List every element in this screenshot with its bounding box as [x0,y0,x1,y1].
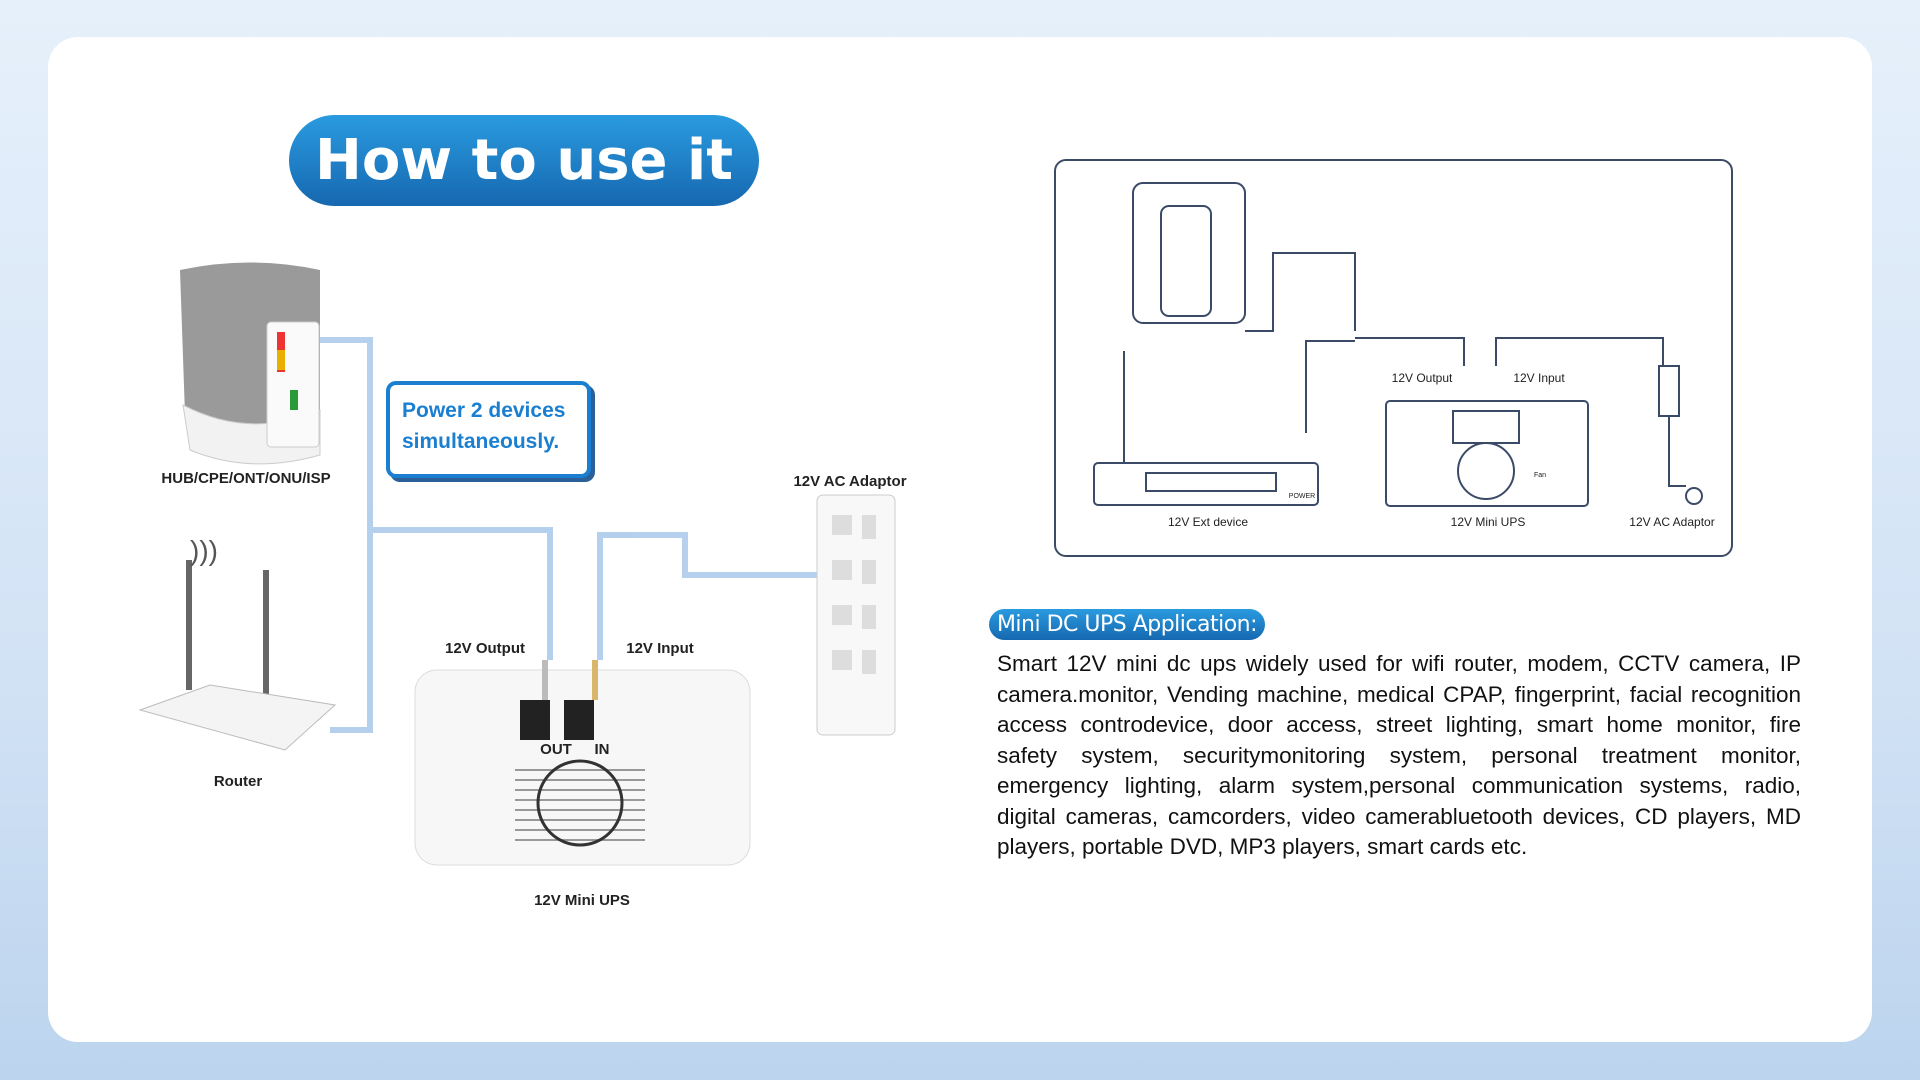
application-description: Smart 12V mini dc ups widely used for wi… [997,651,1801,859]
svg-text:))): ))) [190,535,218,566]
out-port-label: OUT [540,741,572,758]
diagram-ups-label: 12V Mini UPS [1450,515,1526,529]
hub-device-icon [180,262,321,465]
diagram-fan-label: Fan [1533,472,1547,479]
diagram-power-label: POWER [1288,493,1316,500]
bubble-line-1: Power 2 devices [402,399,566,422]
output-label: 12V Output [444,640,526,657]
diagram-input-label: 12V Input [1513,371,1565,385]
wiring-diagram: 12V Ext device 12V Mini UPS 12V AC Adapt… [1054,159,1733,557]
bubble-line-2: simultaneously. [402,430,560,453]
router-device-icon: ))) [138,535,337,751]
ups-device-icon [414,660,751,866]
usage-illustration: ))) [138,262,896,866]
page-title: How to use it [289,115,759,206]
router-label: Router [213,773,263,790]
adaptor-label: 12V AC Adaptor [793,473,907,490]
diagram-adaptor-label: 12V AC Adaptor [1629,515,1715,529]
ups-label: 12V Mini UPS [534,892,630,909]
wiring-diagram-lines [1093,182,1703,507]
speech-bubble: Power 2 devices simultaneously. [386,381,591,478]
cables [320,337,850,733]
diagram-output-label: 12V Output [1391,371,1453,385]
hub-label: HUB/CPE/ONT/ONU/ISP [161,470,331,487]
diagram-ext-label: 12V Ext device [1167,515,1249,529]
application-heading: Mini DC UPS Application: [989,609,1265,640]
in-port-label: IN [594,741,610,758]
power-strip-icon [816,494,896,736]
input-label: 12V Input [626,640,694,657]
